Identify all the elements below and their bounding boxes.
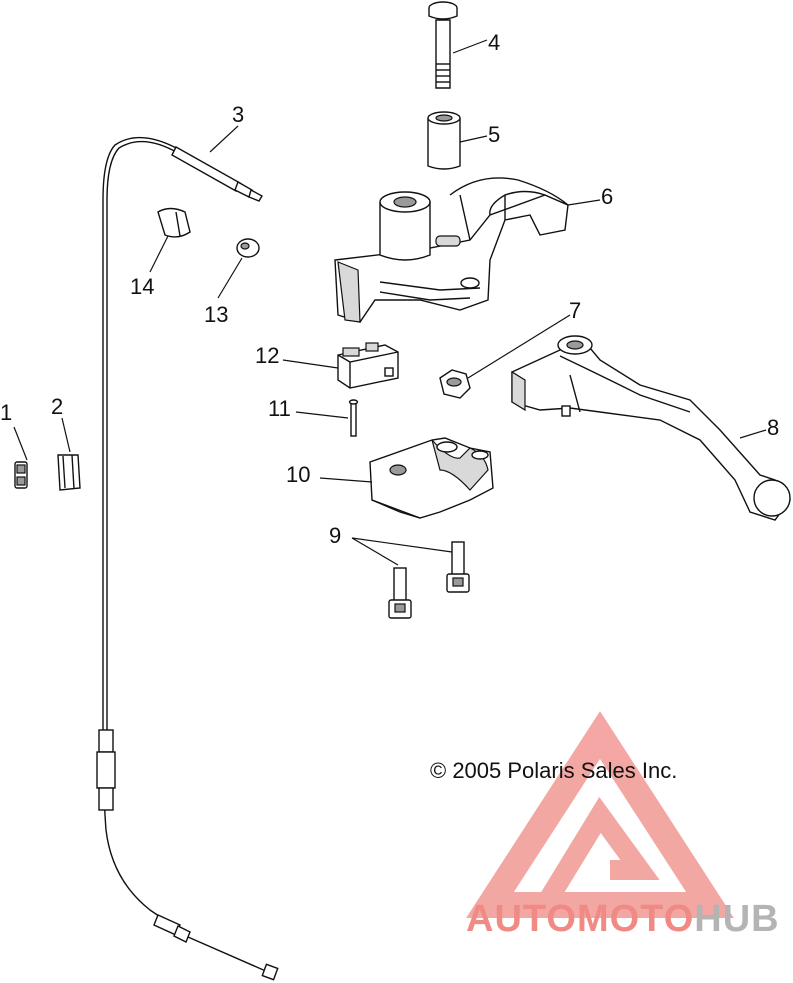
bushing-part-14 [157, 207, 191, 238]
pin-part-11 [348, 399, 359, 437]
part-label-7: 7 [569, 298, 581, 323]
part-label-11: 11 [268, 396, 291, 421]
clip-part-1 [14, 461, 28, 489]
copyright-text: © 2005 Polaris Sales Inc. [430, 758, 677, 783]
clamp-part-10 [369, 437, 494, 519]
watermark-text-part2: HUB [694, 898, 779, 940]
part-label-5: 5 [488, 122, 500, 147]
part-label-13: 13 [204, 302, 228, 327]
leader-lines [13, 39, 767, 566]
perch-part-6 [334, 177, 569, 323]
watermark-text-part1: AUTOMOTO [466, 898, 694, 940]
part-label-8: 8 [767, 415, 779, 440]
ferrule-part-13 [236, 238, 260, 258]
part-label-9: 9 [329, 523, 341, 548]
part-label-2: 2 [51, 394, 63, 419]
lever-part-8 [511, 335, 791, 521]
spacer-part-5 [427, 111, 461, 170]
cable-part-3 [96, 136, 279, 981]
part-label-3: 3 [232, 102, 244, 127]
switch-part-12 [337, 342, 399, 389]
part-label-4: 4 [488, 30, 500, 55]
part-label-6: 6 [601, 184, 613, 209]
watermark-logo [466, 711, 734, 918]
sleeve-part-2 [57, 454, 81, 491]
part-label-1: 1 [0, 400, 12, 425]
nut-part-7 [439, 369, 471, 399]
bolt-part-4 [428, 1, 458, 89]
part-label-10: 10 [286, 462, 310, 487]
part-label-14: 14 [130, 274, 154, 299]
watermark-text: AUTOMOTOHUB [466, 898, 780, 940]
part-label-12: 12 [255, 343, 279, 368]
screws-part-9 [388, 541, 470, 619]
